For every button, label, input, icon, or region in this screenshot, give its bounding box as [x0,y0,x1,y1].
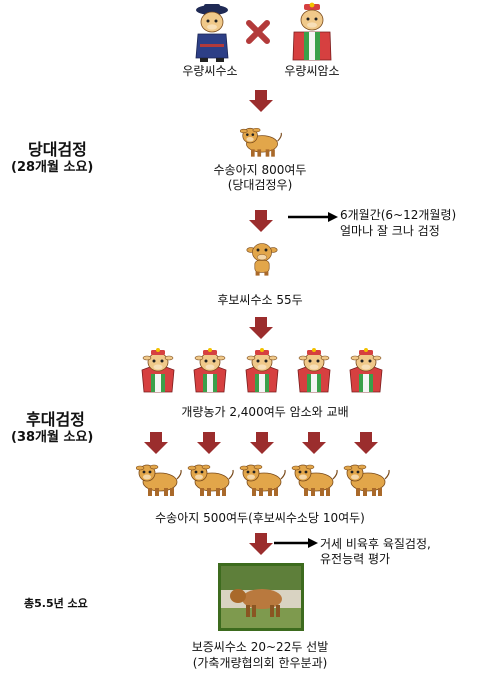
step1-sublabel: (당대검정우) [227,178,293,192]
final-sublabel: (가축개량협의회 한우분과) [192,656,328,670]
flow-arrow [249,317,273,339]
note2-line2: 유전능력 평가 [320,552,391,566]
candidate-bull-icon [246,243,278,277]
step4-label: 수송아지 500여두(후보씨수소당 10여두) [155,511,365,525]
note1-line1: 6개월간(6~12개월령) [340,208,457,222]
calf-icon [240,127,282,158]
stage2-duration: (38개월 소요) [11,430,94,445]
dam-cow-icon [292,2,332,61]
flow-arrow-row [144,432,378,454]
sire-cow-icon [195,4,229,62]
sire-label: 우량씨수소 [182,64,238,78]
note2-line1: 거세 비육후 육질검정, [320,537,431,551]
bull-photo [218,563,304,631]
stage2-title: 후대검정 [26,410,85,429]
calf-row [136,464,390,497]
cross-icon [246,20,270,44]
flow-arrow [249,90,273,112]
flow-arrow [249,533,273,555]
side-arrow [288,212,338,222]
cow-row-dams [141,348,383,393]
final-label: 보증씨수소 20~22두 선발 [191,640,329,654]
stage1-duration: (28개월 소요) [11,160,94,175]
total-duration: 총5.5년 소요 [24,597,88,610]
flow-arrow [249,210,273,232]
side-arrow [274,538,318,548]
stage1-title: 당대검정 [28,140,87,159]
step3-label: 개량농가 2,400여두 암소와 교배 [181,405,349,419]
step2-label: 후보씨수소 55두 [217,293,303,307]
dam-label: 우량씨암소 [284,64,340,78]
step1-label: 수송아지 800여두 [213,163,307,177]
note1-line2: 얼마나 잘 크나 검정 [340,224,440,238]
